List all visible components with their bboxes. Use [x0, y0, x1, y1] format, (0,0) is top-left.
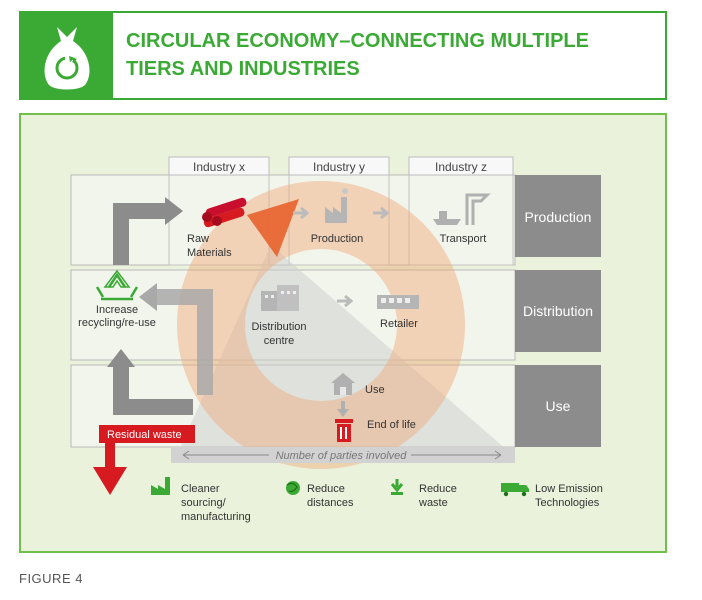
raw-materials-label-1: Raw: [187, 233, 209, 245]
residual-waste-label: Residual waste: [107, 429, 182, 441]
loop-arrow-up: [113, 203, 169, 265]
legend-2-line-1: Reduce: [307, 483, 345, 495]
store-icon: [377, 295, 419, 309]
title-line-1: CIRCULAR ECONOMY–CONNECTING MULTIPLE: [126, 30, 589, 52]
legend-factory-icon: [151, 477, 170, 495]
loop-arrow-left-head: [139, 283, 157, 311]
loop-arrow-waste-head: [107, 349, 135, 367]
arrow-to-production: [293, 206, 310, 220]
funnel-triangle: [176, 245, 515, 457]
arrow-to-retailer: [337, 294, 354, 308]
distribution-centre-label-1: Distribution: [251, 321, 306, 333]
legend-1-line-2: sourcing/: [181, 497, 227, 509]
warehouse-icon: [261, 285, 299, 311]
ship-crane-icon: [433, 193, 491, 225]
recycle-icon: [95, 269, 139, 301]
distribution-tier-label-box: [515, 270, 601, 352]
distribution-centre-label-2: centre: [264, 335, 295, 347]
title-line-2: TIERS AND INDUSTRIES: [126, 58, 360, 80]
loop-arrow-up-head: [165, 197, 183, 225]
parties-axis-band: [171, 447, 515, 463]
production-label: Production: [311, 233, 364, 245]
recycling-label-1: Increase: [96, 304, 138, 316]
logo: [21, 13, 113, 98]
header: CIRCULAR ECONOMY–CONNECTING MULTIPLE TIE…: [19, 11, 667, 100]
residual-waste-arrow-shaft: [105, 443, 115, 469]
trash-bin-icon: [335, 419, 353, 442]
use-label: Use: [365, 384, 385, 396]
use-tier-label: Use: [546, 398, 571, 414]
industry-y-label: Industry y: [313, 160, 365, 174]
legend-truck-icon: [501, 483, 529, 497]
page-title: CIRCULAR ECONOMY–CONNECTING MULTIPLE TIE…: [126, 27, 656, 83]
legend-3-line-1: Reduce: [419, 483, 457, 495]
loop-arrow-left: [155, 289, 213, 395]
arrow-to-transport: [373, 206, 390, 220]
end-of-life-label: End of life: [367, 419, 416, 431]
legend-3-line-2: waste: [418, 497, 448, 509]
residual-waste-badge: [99, 425, 195, 443]
retailer-label: Retailer: [380, 318, 418, 330]
parties-axis-arrow-left: [182, 450, 269, 460]
factory-icon: [325, 188, 348, 223]
parties-axis-label: Number of parties involved: [276, 450, 408, 462]
orange-wedge: [247, 199, 299, 257]
raw-materials-label-2: Materials: [187, 247, 232, 259]
production-tier-label-box: [515, 175, 601, 257]
recycling-label-2: recycling/re-use: [78, 317, 156, 329]
industry-x-header: [168, 156, 270, 176]
parties-axis-arrow-right: [411, 450, 502, 460]
figure-label: FIGURE 4: [19, 571, 83, 586]
diagram-panel: Industry x Industry y Industry z Product…: [19, 113, 667, 553]
legend-1-line-1: Cleaner: [181, 483, 220, 495]
legend-4-line-2: Technologies: [535, 497, 600, 509]
legend-1-line-3: manufacturing: [181, 511, 251, 523]
legend-4-line-1: Low Emission: [535, 483, 603, 495]
legend-globe-icon: [286, 481, 300, 495]
distribution-tier-label: Distribution: [523, 303, 593, 319]
industry-x-label: Industry x: [193, 160, 245, 174]
loop-arrow-waste: [113, 365, 193, 415]
production-tier-label: Production: [525, 209, 592, 225]
use-tier-label-box: [515, 365, 601, 447]
legend-download-icon: [390, 479, 404, 495]
arrow-to-end-of-life-head: [337, 409, 349, 417]
legend-2-line-2: distances: [307, 497, 354, 509]
recycle-bag-icon: [44, 27, 90, 90]
industry-z-label: Industry z: [435, 160, 487, 174]
circular-economy-diagram: Industry x Industry y Industry z Product…: [70, 156, 603, 523]
industry-z-header: [408, 156, 514, 176]
transport-label: Transport: [440, 233, 487, 245]
residual-waste-arrow-head: [93, 467, 127, 495]
raw-materials-icon: [202, 197, 247, 228]
industry-y-header: [288, 156, 390, 176]
house-icon: [331, 373, 355, 395]
